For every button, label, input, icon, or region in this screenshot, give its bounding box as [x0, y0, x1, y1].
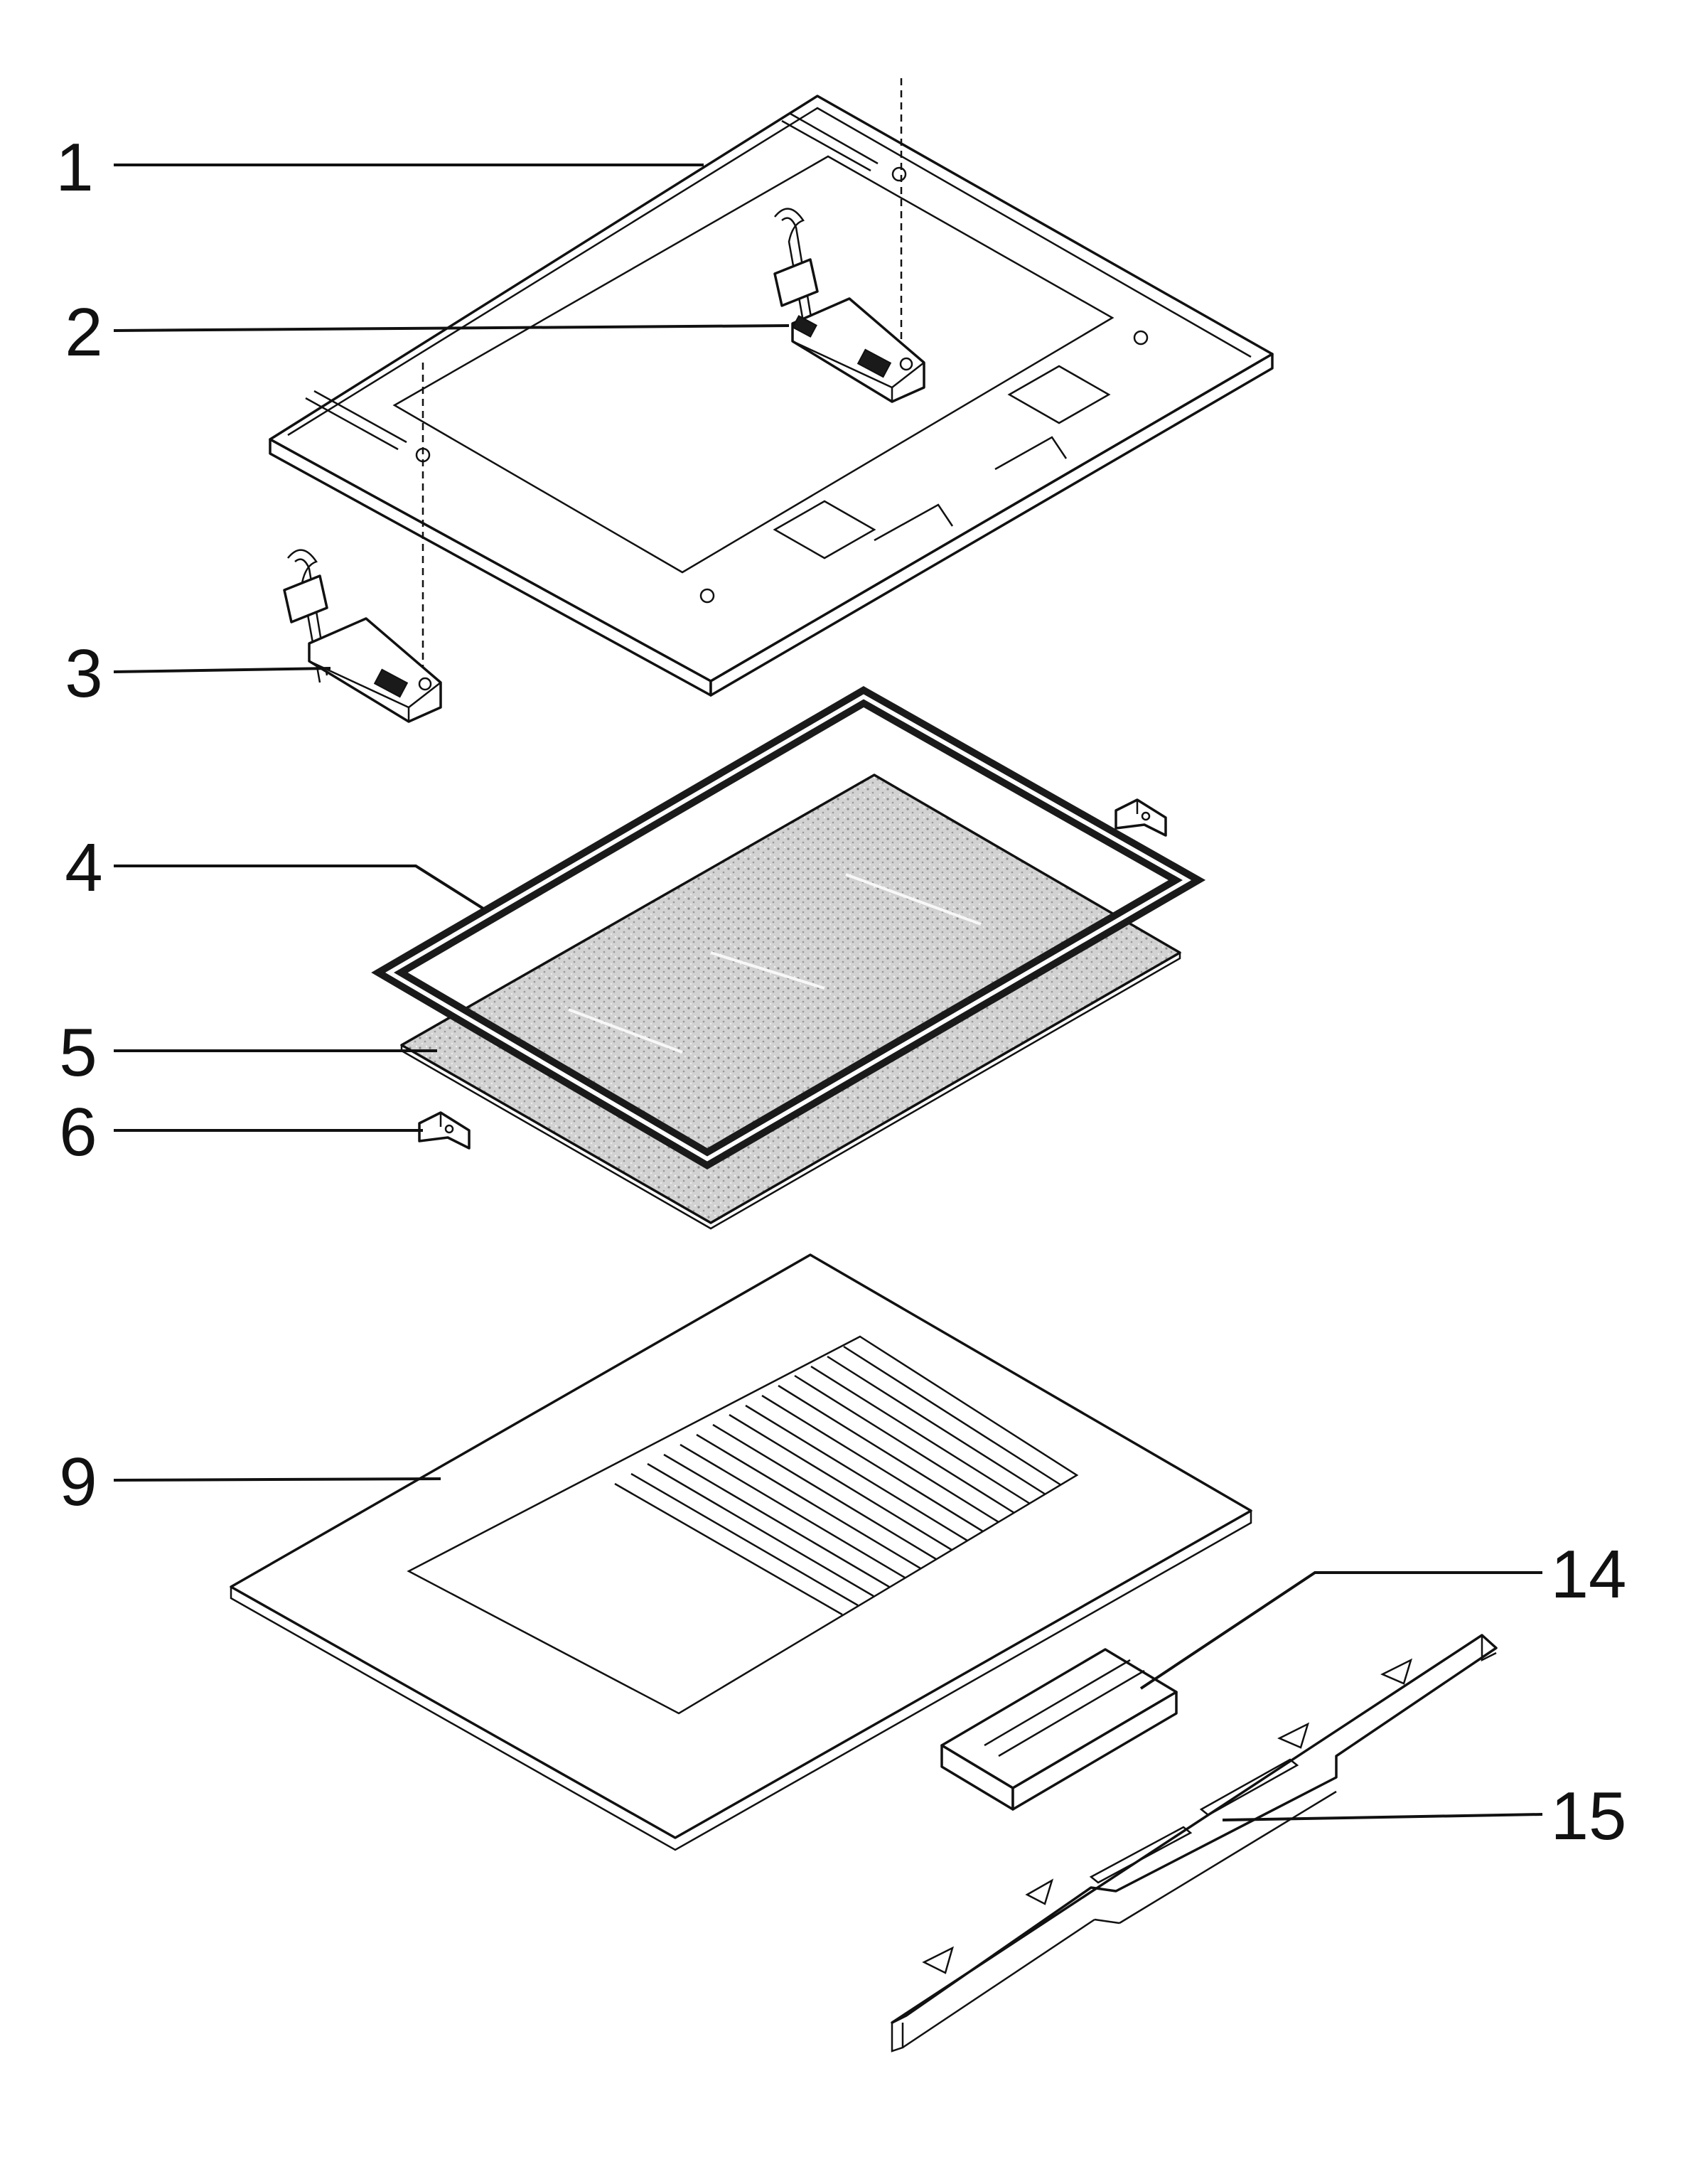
callout-6: 6: [59, 1094, 97, 1170]
callout-15: 15: [1551, 1778, 1627, 1854]
leader-2: [113, 324, 790, 332]
part-6-clip-upper: [1115, 798, 1167, 837]
callout-9: 9: [59, 1444, 97, 1520]
leader-9: [113, 1477, 441, 1482]
callout-14: 14: [1551, 1536, 1627, 1612]
part-5-glass-pane: [400, 774, 1181, 1230]
leader-15: [1222, 1813, 1543, 1821]
part-15-handle-bar: [891, 1634, 1498, 2052]
part-3-hinge: [283, 549, 442, 723]
part-1-inner-door-panel: [269, 95, 1274, 697]
leader-4: [114, 865, 485, 910]
callout-3: 3: [65, 636, 102, 712]
vent-slats: [614, 1345, 1062, 1616]
callout-2: 2: [65, 294, 102, 370]
callout-4: 4: [65, 830, 102, 906]
callout-5: 5: [59, 1015, 97, 1091]
part-14-handle-block: [940, 1648, 1178, 1811]
callout-1: 1: [55, 129, 93, 205]
leader-3: [113, 667, 331, 673]
leader-14: [1139, 1571, 1542, 1690]
part-2-hinge: [773, 208, 925, 403]
part-4-gasket-frame: [371, 686, 1206, 1170]
part-6-clip: [418, 1111, 471, 1150]
part-9-outer-door-panel: [230, 1253, 1252, 1851]
